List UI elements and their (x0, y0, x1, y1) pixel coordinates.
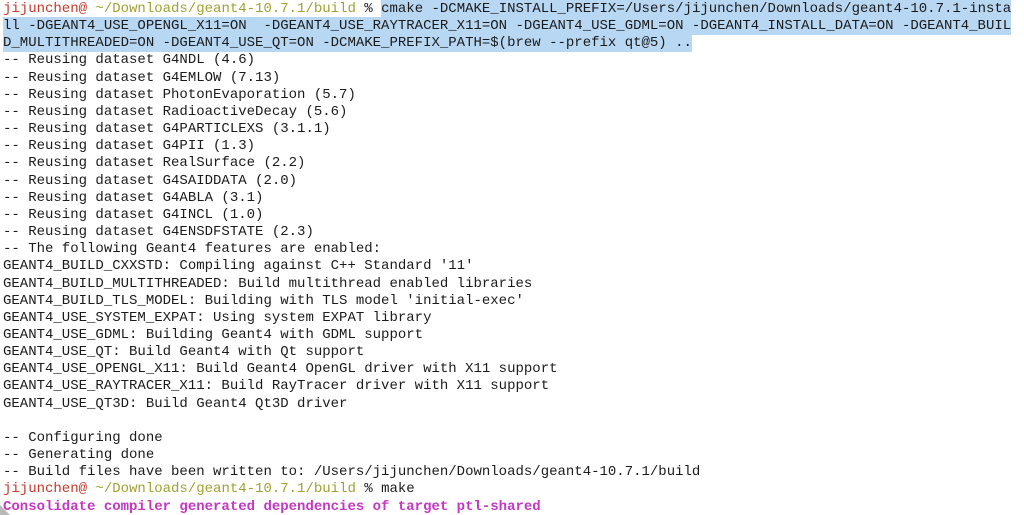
terminal-line: D_MULTITHREADED=ON -DGEANT4_USE_QT=ON -D… (3, 35, 1024, 52)
terminal-line: GEANT4_USE_SYSTEM_EXPAT: Using system EX… (3, 310, 1024, 327)
text-segment-default: % (355, 1, 382, 17)
terminal-line: GEANT4_USE_RAYTRACER_X11: Build RayTrace… (3, 378, 1024, 395)
terminal-line: -- Reusing dataset G4ENSDFSTATE (2.3) (3, 224, 1024, 241)
text-segment-user: jijunchen@ (3, 1, 88, 17)
terminal-line: GEANT4_BUILD_CXXSTD: Compiling against C… (3, 258, 1024, 275)
terminal-line: -- Configuring done (3, 430, 1024, 447)
text-segment-default: -- Reusing dataset G4PARTICLEXS (3.1.1) (3, 121, 331, 138)
text-segment-default: -- Reusing dataset RealSurface (2.2) (3, 155, 306, 172)
text-segment-default: -- Build files have been written to: /Us… (3, 464, 701, 481)
terminal-line: -- Reusing dataset G4NDL (4.6) (3, 52, 1024, 69)
text-segment-default: GEANT4_USE_RAYTRACER_X11: Build RayTrace… (3, 378, 550, 395)
text-segment-magenta: Consolidate compiler generated dependenc… (3, 498, 541, 515)
text-segment-user: jijunchen@ (3, 481, 88, 498)
text-segment-default: GEANT4_USE_OPENGL_X11: Build Geant4 Open… (3, 361, 558, 378)
text-segment-default: -- Reusing dataset G4PII (1.3) (3, 138, 256, 155)
text-segment-sel: D_MULTITHREADED=ON -DGEANT4_USE_QT=ON -D… (3, 35, 692, 52)
terminal-line: GEANT4_USE_QT: Build Geant4 with Qt supp… (3, 344, 1024, 361)
terminal-line: -- Reusing dataset G4PII (1.3) (3, 138, 1024, 155)
terminal-line: GEANT4_USE_GDML: Building Geant4 with GD… (3, 327, 1024, 344)
text-segment-default: -- Reusing dataset G4ABLA (3.1) (3, 189, 264, 206)
text-segment-default: -- Reusing dataset G4INCL (1.0) (3, 206, 264, 223)
text-segment-default: -- Generating done (3, 447, 155, 464)
text-segment-default: GEANT4_BUILD_CXXSTD: Compiling against C… (3, 258, 474, 275)
terminal-line: -- Reusing dataset RealSurface (2.2) (3, 155, 1024, 172)
terminal-line: -- Reusing dataset G4SAIDDATA (2.0) (3, 173, 1024, 190)
terminal-line: GEANT4_USE_OPENGL_X11: Build Geant4 Open… (3, 361, 1024, 378)
text-segment-default: GEANT4_USE_SYSTEM_EXPAT: Using system EX… (3, 309, 432, 326)
text-segment-default: -- Reusing dataset PhotonEvaporation (5.… (3, 86, 356, 103)
terminal-line: -- Reusing dataset G4ABLA (3.1) (3, 190, 1024, 207)
text-segment-default: -- Reusing dataset G4EMLOW (7.13) (3, 69, 281, 86)
terminal-line: -- Reusing dataset PhotonEvaporation (5.… (3, 87, 1024, 104)
terminal-line: ll -DGEANT4_USE_OPENGL_X11=ON -DGEANT4_U… (3, 18, 1024, 35)
terminal-line: -- Build files have been written to: /Us… (3, 464, 1024, 481)
terminal-line: -- Reusing dataset RadioactiveDecay (5.6… (3, 104, 1024, 121)
text-segment-default: % make (355, 481, 415, 498)
text-segment-default: -- The following Geant4 features are ena… (3, 241, 382, 258)
terminal-line: -- Reusing dataset G4EMLOW (7.13) (3, 70, 1024, 87)
terminal-line: jijunchen@ ~/Downloads/geant4-10.7.1/bui… (3, 481, 1024, 498)
text-segment-default: GEANT4_USE_QT: Build Geant4 with Qt supp… (3, 344, 365, 361)
terminal-line: -- Generating done (3, 447, 1024, 464)
text-segment-default: -- Reusing dataset G4SAIDDATA (2.0) (3, 172, 298, 189)
terminal-line: -- Reusing dataset G4INCL (1.0) (3, 207, 1024, 224)
text-segment-default: GEANT4_USE_GDML: Building Geant4 with GD… (3, 326, 424, 343)
text-segment-sel: cmake -DCMAKE_INSTALL_PREFIX=/Users/jiju… (381, 1, 1012, 17)
text-segment-path: ~/Downloads/geant4-10.7.1/build (95, 1, 356, 17)
terminal-line: GEANT4_BUILD_TLS_MODEL: Building with TL… (3, 293, 1024, 310)
text-segment-default: GEANT4_BUILD_TLS_MODEL: Building with TL… (3, 292, 524, 309)
terminal-line: Consolidate compiler generated dependenc… (3, 499, 1024, 515)
text-segment-default: GEANT4_BUILD_MULTITHREADED: Build multit… (3, 275, 533, 292)
terminal-line (3, 413, 1024, 430)
text-segment-path: ~/Downloads/geant4-10.7.1/build (95, 481, 356, 498)
text-segment-default: -- Reusing dataset G4ENSDFSTATE (2.3) (3, 224, 314, 241)
terminal-line: -- Reusing dataset G4PARTICLEXS (3.1.1) (3, 121, 1024, 138)
terminal-line: GEANT4_BUILD_MULTITHREADED: Build multit… (3, 276, 1024, 293)
terminal-line: -- The following Geant4 features are ena… (3, 241, 1024, 258)
text-segment-default: GEANT4_USE_QT3D: Build Geant4 Qt3D drive… (3, 395, 348, 412)
text-segment-default: -- Reusing dataset RadioactiveDecay (5.6… (3, 103, 348, 120)
text-segment-default: -- Reusing dataset G4NDL (4.6) (3, 52, 256, 69)
terminal-line: jijunchen@ ~/Downloads/geant4-10.7.1/bui… (3, 1, 1024, 18)
terminal-line: GEANT4_USE_QT3D: Build Geant4 Qt3D drive… (3, 396, 1024, 413)
text-segment-sel: ll -DGEANT4_USE_OPENGL_X11=ON -DGEANT4_U… (3, 18, 1012, 35)
text-segment-default: -- Configuring done (3, 429, 163, 446)
